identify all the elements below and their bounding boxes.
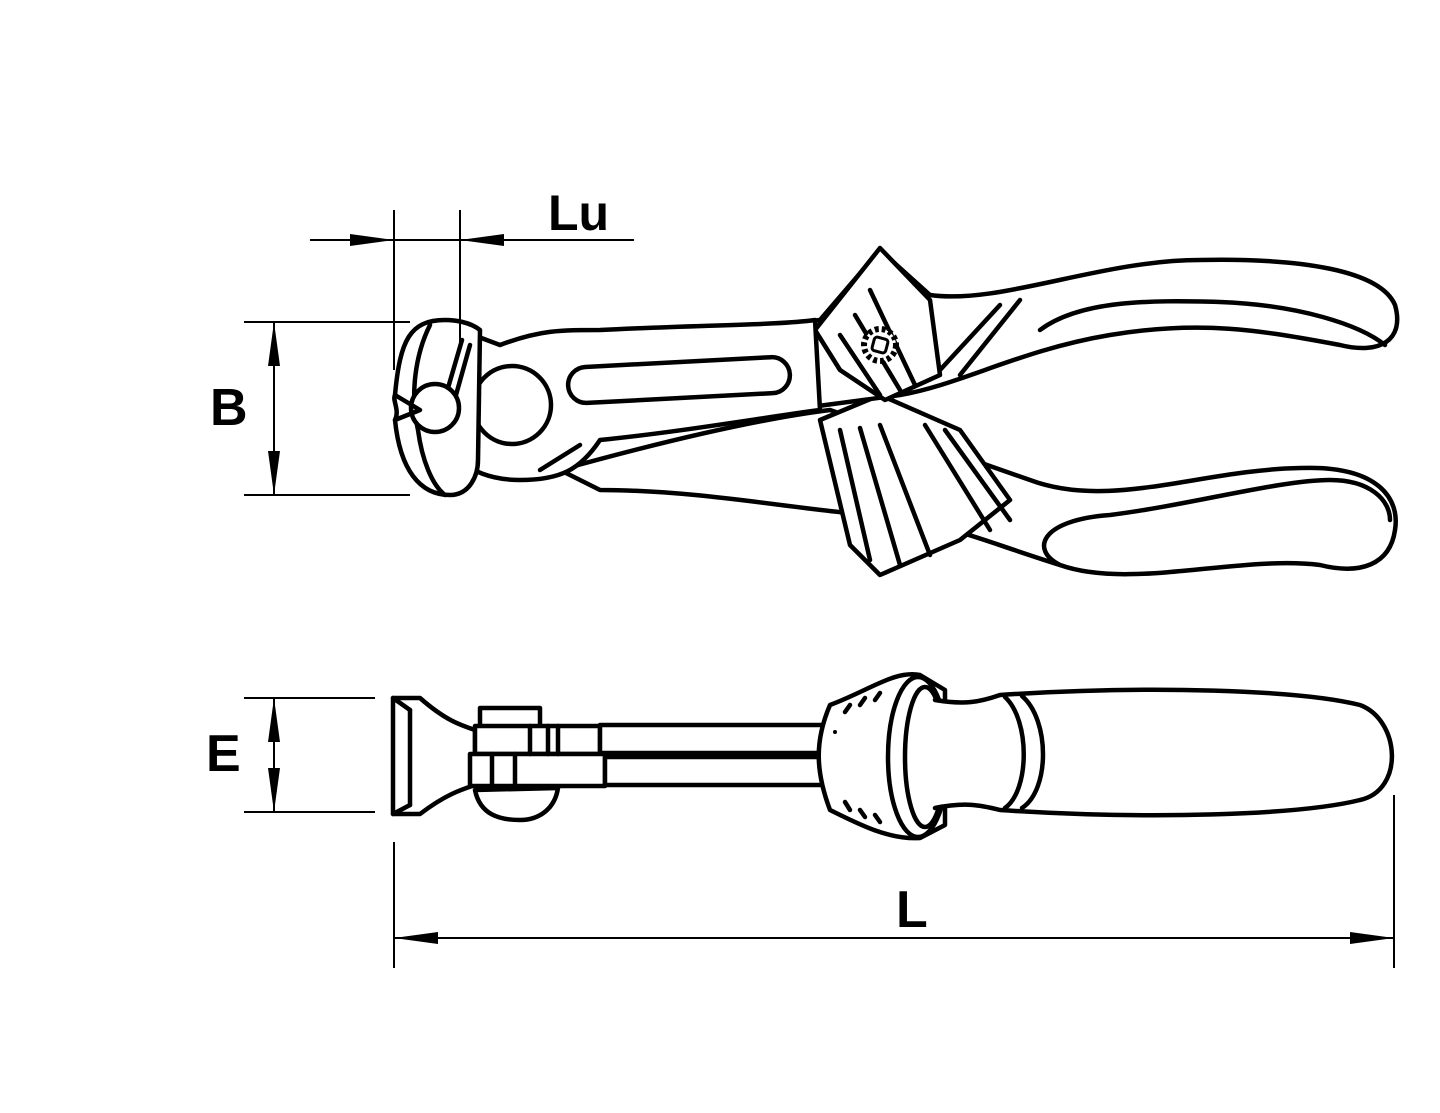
- dimension-lu: [310, 210, 634, 370]
- dimension-label-l: L: [896, 881, 928, 939]
- top-view: [244, 210, 1400, 578]
- lower-handle: [557, 392, 1398, 578]
- jaw-head: [392, 317, 823, 498]
- dimension-label-b: B: [210, 379, 248, 437]
- handle-grip: [932, 687, 1395, 818]
- dimension-label-e: E: [206, 725, 241, 783]
- dimension-l: [393, 795, 1395, 968]
- dimension-b: [244, 321, 410, 496]
- side-view: [244, 671, 1395, 968]
- dimension-label-lu: Lu: [548, 185, 610, 241]
- dimension-e: [244, 697, 375, 813]
